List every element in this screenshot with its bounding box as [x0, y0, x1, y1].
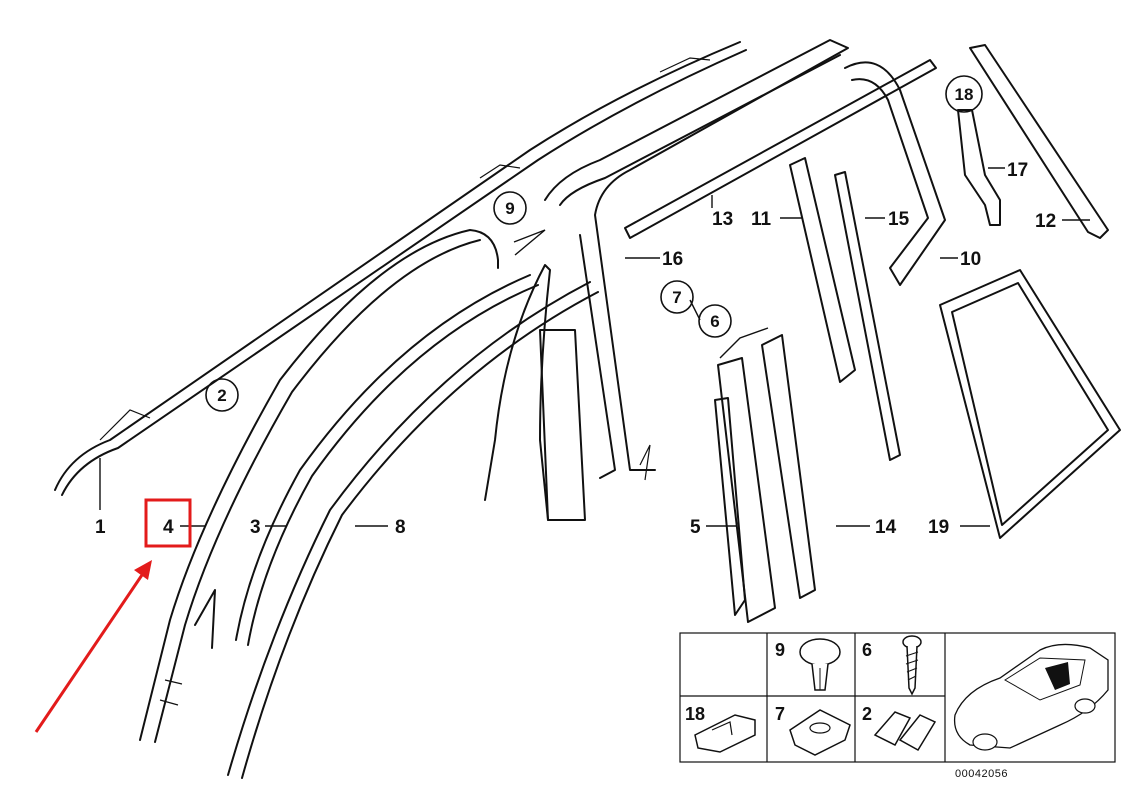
part-1-roof-molding	[54, 41, 747, 496]
label-1: 1	[95, 517, 106, 538]
label-4: 4	[163, 517, 174, 538]
part-12-c-pillar-strip	[969, 44, 1109, 239]
label-16: 16	[662, 249, 683, 270]
clip-18-icon	[694, 714, 756, 753]
svg-text:7: 7	[672, 288, 681, 307]
highlight-box	[144, 498, 192, 548]
svg-text:9: 9	[505, 199, 514, 218]
circled-label-18: 18	[945, 75, 983, 113]
table-label-7: 7	[775, 704, 785, 724]
part-3-window-seal	[235, 274, 539, 646]
table-label-9: 9	[775, 640, 785, 660]
part-9-pillar-cover	[484, 264, 586, 521]
label-10: 10	[960, 249, 981, 270]
callout-connectors	[513, 229, 769, 359]
circled-label-7: 7	[660, 280, 694, 314]
circled-label-2: 2	[205, 378, 239, 412]
label-8: 8	[395, 517, 406, 538]
circled-label-6: 6	[698, 304, 732, 338]
label-13: 13	[712, 209, 733, 230]
screw-6-icon	[902, 635, 922, 696]
svg-text:6: 6	[710, 312, 719, 331]
label-11: 11	[751, 209, 772, 230]
car-illustration-icon	[953, 643, 1109, 751]
part-19-quarter-glass	[939, 269, 1121, 539]
label-15: 15	[888, 209, 910, 230]
part-17-bracket	[957, 109, 1001, 226]
highlight-annotation	[34, 498, 192, 733]
clip-9-icon	[799, 638, 841, 691]
label-3: 3	[250, 517, 261, 538]
part-15-seal	[834, 171, 901, 461]
part-13-seal-strip	[624, 59, 937, 239]
part-11-pillar-trim	[789, 157, 856, 383]
reference-number: 00042056	[955, 768, 1008, 780]
label-12: 12	[1035, 211, 1056, 232]
part-10-quarter-frame	[844, 61, 946, 286]
table-label-2: 2	[862, 704, 872, 724]
svg-text:2: 2	[217, 386, 226, 405]
red-arrow-head	[134, 560, 152, 580]
clip-7-icon	[789, 709, 851, 756]
clip-2-icon	[873, 711, 937, 752]
leader-lines	[99, 167, 1090, 527]
part-14-b-pillar-cover	[761, 334, 816, 599]
part-4-a-pillar-trim	[139, 229, 499, 743]
circled-label-9: 9	[493, 191, 527, 225]
svg-text:18: 18	[955, 85, 974, 104]
fastener-table: 9 6 18 7 2	[679, 632, 1116, 763]
part-5-b-pillar-trim	[714, 357, 776, 623]
table-label-18: 18	[685, 704, 705, 724]
label-14: 14	[875, 517, 897, 538]
label-5: 5	[690, 517, 701, 538]
label-17: 17	[1007, 160, 1028, 181]
label-19: 19	[928, 517, 949, 538]
red-arrow-shaft	[34, 571, 146, 733]
part-16-door-frame	[544, 39, 849, 481]
table-label-6: 6	[862, 640, 872, 660]
